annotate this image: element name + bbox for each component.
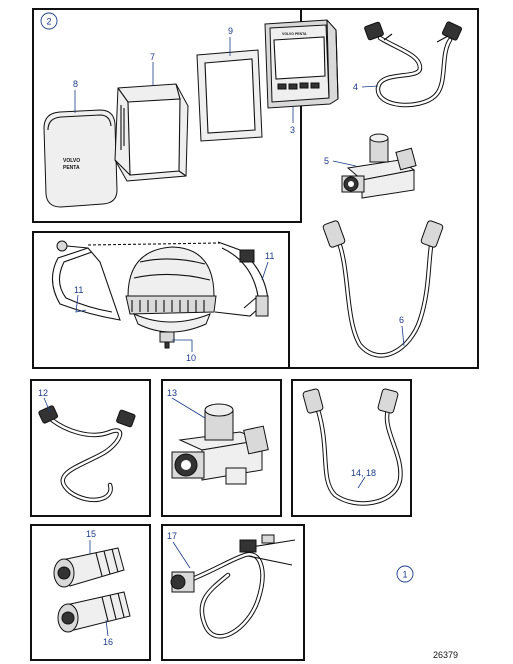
sun-cover-part-8: VOLVO PENTA (43, 109, 118, 208)
svg-text:VOLVO: VOLVO (63, 158, 80, 164)
callout-6: 6 (399, 315, 404, 325)
svg-text:VOLVO PENTA: VOLVO PENTA (282, 32, 307, 36)
bracket-part-11-left (51, 240, 121, 321)
svg-text:PENTA: PENTA (63, 165, 80, 171)
cable-part-6 (322, 220, 444, 358)
svg-text:1: 1 (402, 570, 407, 580)
callout-5: 5 (324, 156, 329, 166)
callout-12: 12 (38, 388, 48, 398)
frame-item-14-18 (291, 379, 412, 517)
callout-16: 16 (103, 637, 113, 647)
t-connector-part-13 (171, 403, 269, 485)
display-unit-part-3: VOLVO PENTA (264, 19, 339, 109)
callout-11-left: 11 (74, 285, 83, 295)
callout-15: 15 (86, 529, 96, 539)
frame-group-1-outline (290, 8, 479, 369)
power-cable-part-17 (170, 534, 296, 639)
frame-group-2 (32, 8, 302, 223)
callout-7: 7 (150, 52, 155, 62)
callout-4: 4 (353, 82, 358, 92)
connector-part-16 (57, 591, 131, 633)
mounting-axis-line (87, 242, 221, 246)
callout-14-18: 14, 18 (351, 468, 376, 478)
callout-13: 13 (167, 388, 177, 398)
cable-part-12 (38, 405, 136, 503)
circled-callout-1: 1 (396, 565, 414, 583)
leader-lines (43, 37, 405, 637)
frame-item-17 (161, 524, 305, 661)
sensor-unit-part-10 (125, 246, 217, 349)
reference-number: 26379 (433, 650, 458, 660)
callout-8: 8 (73, 79, 78, 89)
callout-9: 9 (228, 26, 233, 36)
t-connector-part-5 (341, 133, 417, 199)
callout-10: 10 (186, 353, 196, 363)
callout-3: 3 (290, 125, 295, 135)
cable-part-4 (364, 21, 463, 108)
frame-sensor (32, 231, 290, 369)
frame-item-12 (30, 379, 151, 517)
svg-text:2: 2 (46, 17, 51, 27)
callout-17: 17 (167, 531, 177, 541)
frame-item-15-16 (30, 524, 151, 661)
circled-callout-2: 2 (40, 12, 58, 30)
callout-11-right: 11 (265, 251, 274, 261)
connector-part-15 (53, 547, 125, 588)
frame-item-13 (161, 379, 282, 517)
gasket-part-9 (196, 49, 263, 142)
cable-part-14-18 (302, 388, 403, 506)
bracket-part-11-right (214, 241, 269, 317)
bezel-frame-part-7 (114, 83, 189, 182)
